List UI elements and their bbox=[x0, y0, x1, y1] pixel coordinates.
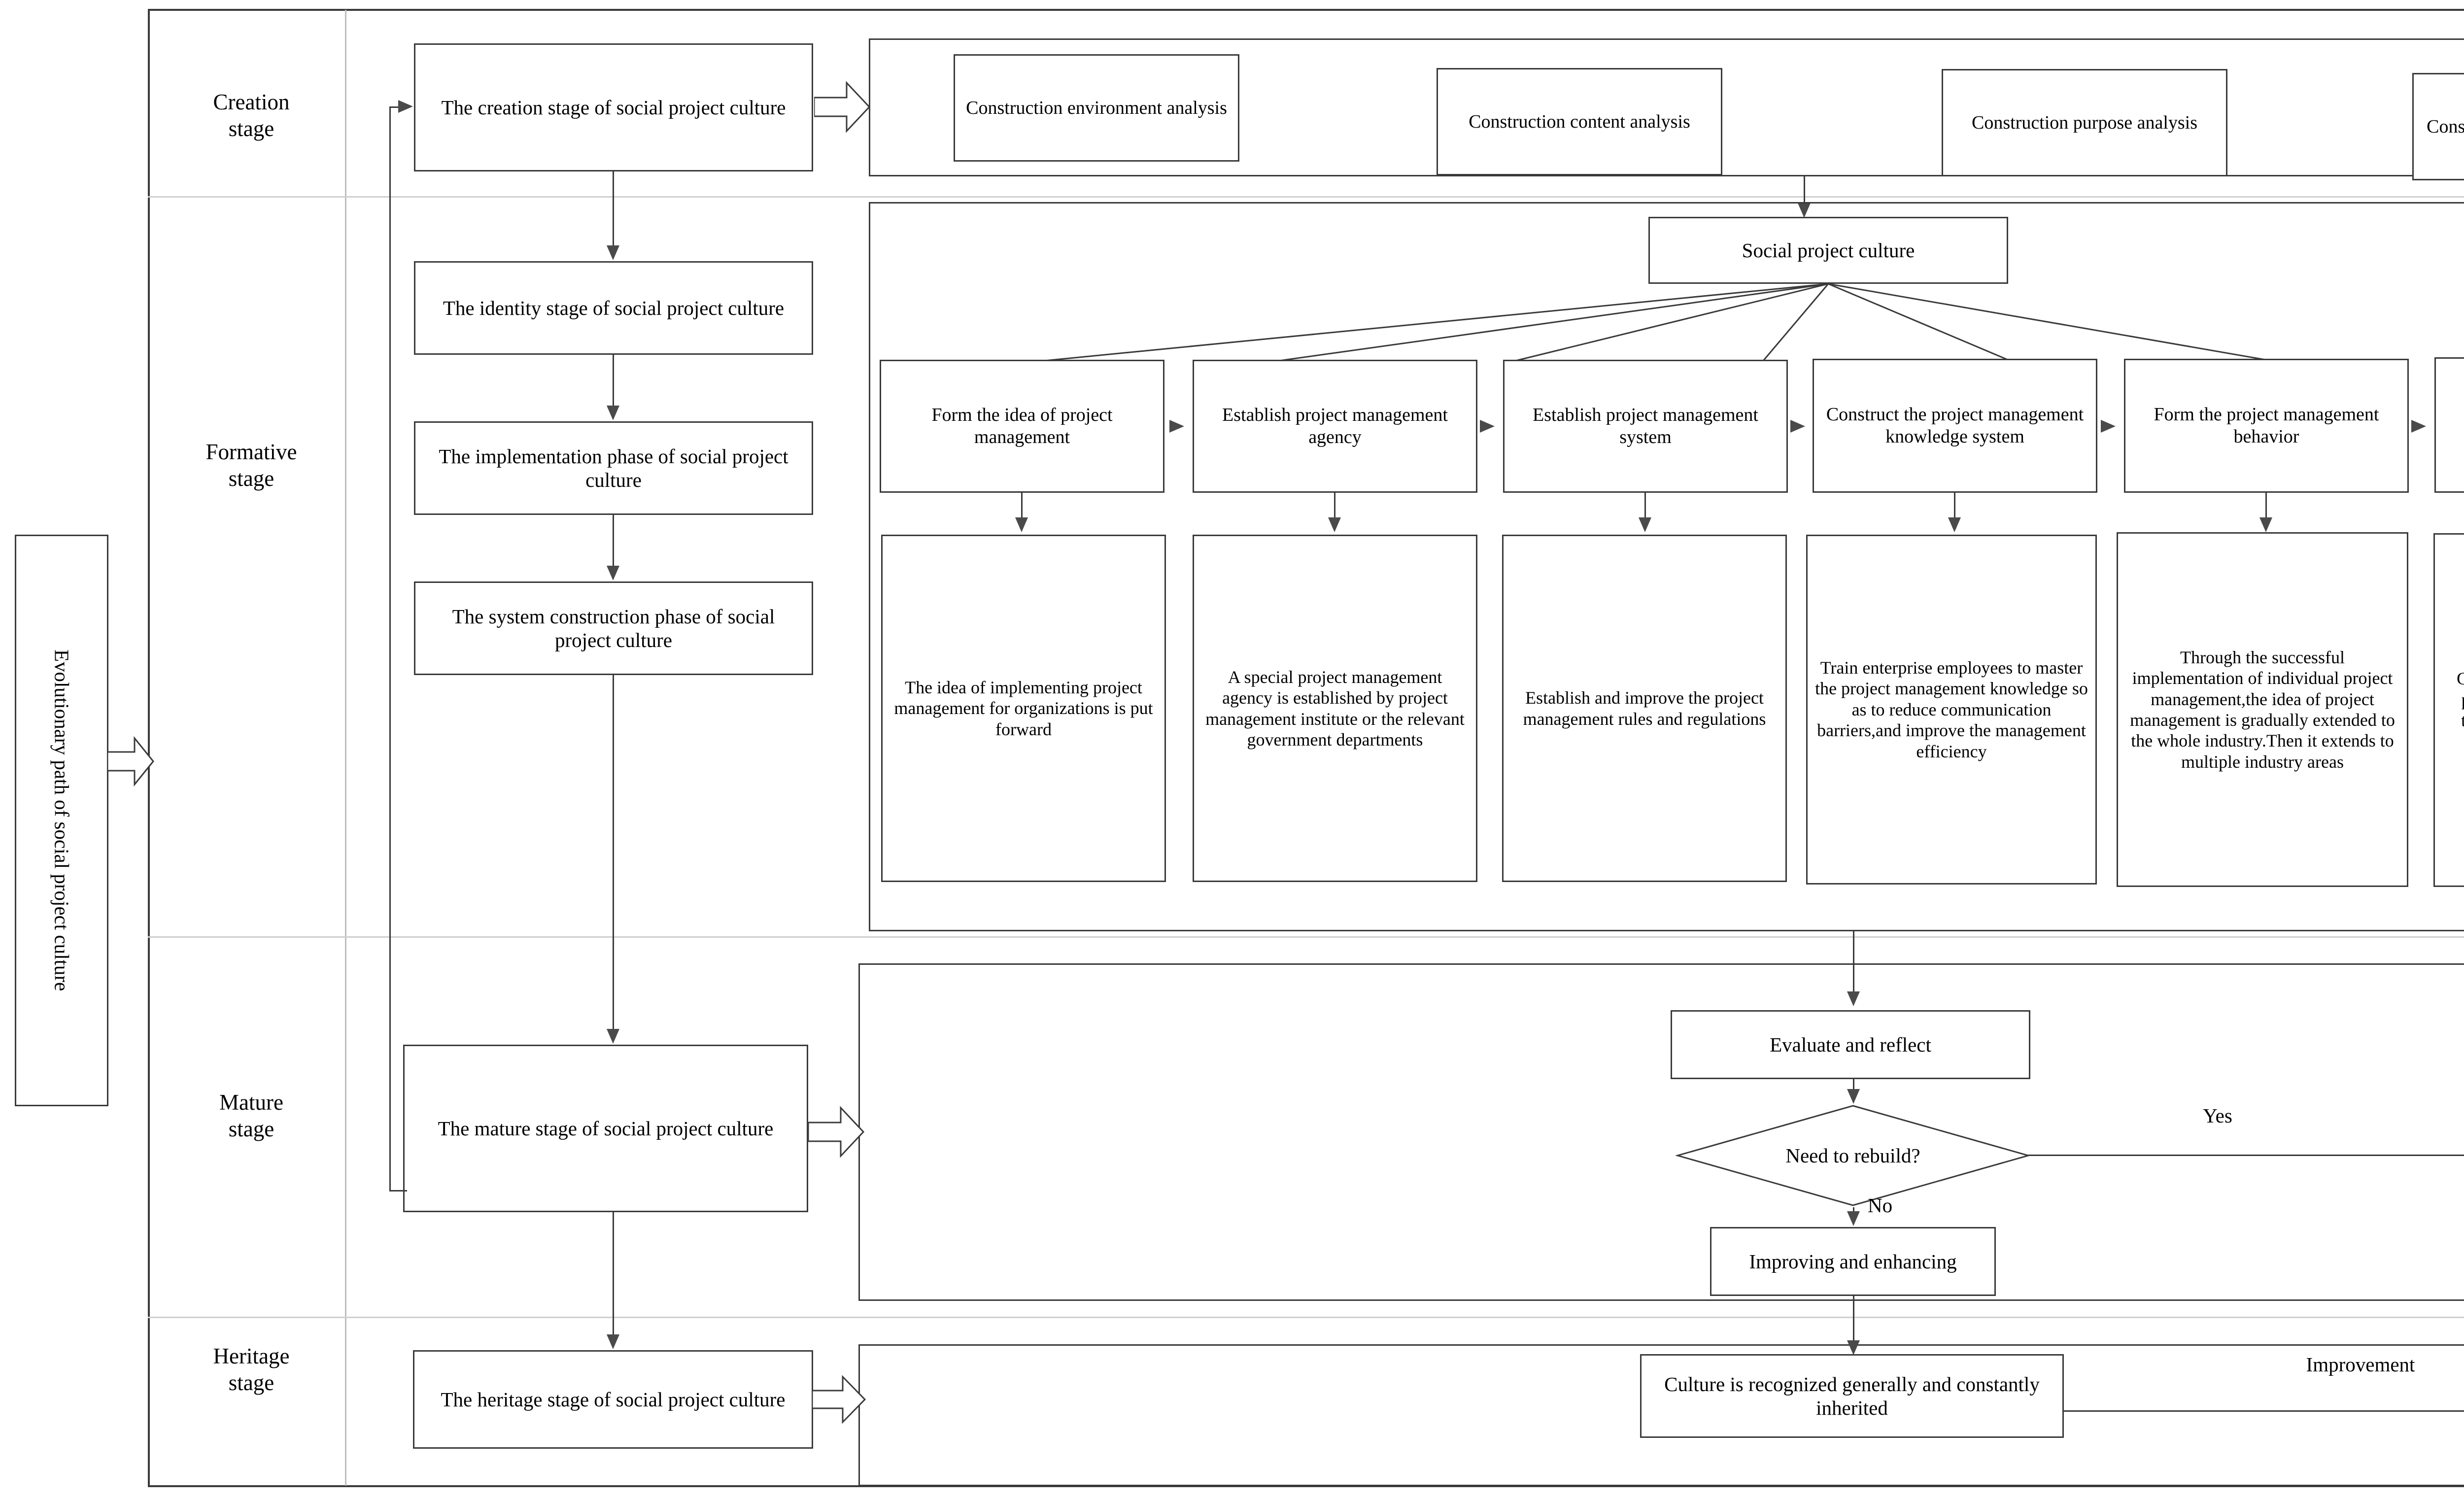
evolutionary-path-text: Evolutionary path of social project cult… bbox=[50, 649, 73, 991]
arrowhead-mature-heritage bbox=[607, 1334, 619, 1349]
arrowhead-system-mature bbox=[607, 1029, 619, 1044]
analysis-box-target-group[interactable]: Construction target group analysis bbox=[2412, 73, 2464, 180]
stage-box-mature[interactable]: The mature stage of social project cultu… bbox=[403, 1045, 808, 1212]
process-step-deepen-concept[interactable]: Deepen the concept of project management… bbox=[2434, 357, 2464, 493]
step-to-detail-connector-1 bbox=[1021, 493, 1023, 517]
step-to-detail-connector-2 bbox=[1334, 493, 1335, 517]
arrowhead-identity-implementation bbox=[607, 406, 619, 420]
detail-box-agency[interactable]: A special project management agency is e… bbox=[1193, 535, 1477, 882]
step-to-detail-arrowhead-2 bbox=[1328, 517, 1341, 532]
stage-label-creation: Creation stage bbox=[213, 90, 290, 141]
evolutionary-path-label: Evolutionary path of social project cult… bbox=[15, 535, 108, 1106]
process-step-construct-knowledge[interactable]: Construct the project management knowled… bbox=[1813, 359, 2097, 493]
step-to-detail-connector-4 bbox=[1954, 493, 1955, 517]
process-step-form-behavior[interactable]: Form the project management behavior bbox=[2124, 359, 2409, 493]
heritage-to-panel-block-arrow bbox=[812, 1375, 866, 1424]
mature-improve-box[interactable]: Improving and enhancing bbox=[1710, 1227, 1996, 1296]
stage-label-heritage: Heritage stage bbox=[213, 1344, 290, 1395]
improvement-branch-label: Improvement bbox=[2306, 1353, 2415, 1376]
mature-evaluate-box[interactable]: Evaluate and reflect bbox=[1671, 1010, 2030, 1079]
heritage-panel bbox=[858, 1344, 2464, 1486]
formative-to-evaluate-arrowhead bbox=[1847, 991, 1860, 1006]
spine-entry-vertical bbox=[389, 107, 391, 1192]
spine-entry-horizontal bbox=[389, 106, 404, 108]
connector-mature-heritage bbox=[613, 1212, 614, 1334]
analysis-box-environment[interactable]: Construction environment analysis bbox=[954, 54, 1239, 162]
yes-branch-horizontal bbox=[2028, 1155, 2464, 1156]
formative-panel bbox=[869, 202, 2464, 931]
formative-to-evaluate-connector bbox=[1853, 931, 1854, 993]
stage-box-implementation[interactable]: The implementation phase of social proje… bbox=[414, 421, 813, 515]
analysis-box-content[interactable]: Construction content analysis bbox=[1437, 68, 1722, 175]
step-to-detail-arrowhead-4 bbox=[1948, 517, 1961, 532]
outer-frame bbox=[148, 9, 2464, 1487]
process-arrow-3 bbox=[1790, 420, 1805, 433]
yes-branch-label: Yes bbox=[2203, 1104, 2232, 1127]
detail-box-behavior[interactable]: Through the successful implementation of… bbox=[2117, 532, 2408, 887]
detail-box-system[interactable]: Establish and improve the project manage… bbox=[1502, 535, 1787, 882]
heritage-culture-box[interactable]: Culture is recognized generally and cons… bbox=[1640, 1354, 2064, 1438]
mature-decision-label: Need to rebuild? bbox=[1785, 1144, 1920, 1167]
improve-to-culture-arrowhead bbox=[1847, 1340, 1860, 1355]
process-arrow-2 bbox=[1480, 420, 1495, 433]
spine-entry-arrowhead bbox=[398, 100, 413, 113]
stage-box-identity[interactable]: The identity stage of social project cul… bbox=[414, 261, 813, 355]
divider-formative-mature bbox=[148, 936, 2464, 938]
divider-mature-heritage bbox=[148, 1317, 2464, 1318]
stage-box-heritage[interactable]: The heritage stage of social project cul… bbox=[413, 1350, 813, 1449]
connector-identity-implementation bbox=[613, 355, 614, 406]
process-arrow-1 bbox=[1169, 420, 1184, 433]
improvement-branch-horizontal bbox=[2063, 1410, 2464, 1412]
analysis-box-purpose[interactable]: Construction purpose analysis bbox=[1942, 69, 2227, 176]
stage-label-mature: Mature stage bbox=[219, 1090, 283, 1141]
connector-implementation-system bbox=[613, 515, 614, 566]
analysis-to-hub-connector bbox=[1804, 176, 1805, 211]
connector-creation-identity bbox=[613, 171, 614, 245]
detail-box-knowledge[interactable]: Train enterprise employees to master the… bbox=[1806, 535, 2097, 885]
step-to-detail-arrowhead-5 bbox=[2259, 517, 2272, 532]
evaluate-to-decision-arrowhead bbox=[1847, 1089, 1860, 1104]
step-to-detail-connector-5 bbox=[2265, 493, 2267, 517]
arrowhead-implementation-system bbox=[607, 566, 619, 580]
spine-mature-horizontal bbox=[389, 1190, 407, 1192]
no-branch-label: No bbox=[1868, 1194, 1893, 1217]
mature-to-panel-block-arrow bbox=[808, 1106, 865, 1158]
detail-box-concept[interactable]: Guarantee the formation of social projec… bbox=[2433, 533, 2464, 887]
step-to-detail-connector-3 bbox=[1644, 493, 1646, 517]
creation-to-analysis-block-arrow bbox=[814, 81, 871, 133]
detail-box-idea[interactable]: The idea of implementing project managem… bbox=[881, 535, 1166, 882]
mature-decision-diamond[interactable]: Need to rebuild? bbox=[1676, 1104, 2030, 1207]
process-arrow-5 bbox=[2411, 420, 2426, 433]
improve-to-culture-connector bbox=[1853, 1296, 1854, 1350]
hub-social-project-culture[interactable]: Social project culture bbox=[1648, 217, 2008, 284]
no-branch-arrowhead bbox=[1847, 1211, 1860, 1226]
analysis-to-hub-arrowhead bbox=[1798, 203, 1811, 218]
connector-system-mature bbox=[613, 675, 614, 1029]
step-to-detail-arrowhead-3 bbox=[1639, 517, 1651, 532]
process-arrow-4 bbox=[2101, 420, 2116, 433]
hub-fanout-lines bbox=[1014, 283, 2289, 365]
stage-column-divider bbox=[345, 10, 346, 1486]
stage-box-system-construction[interactable]: The system construction phase of social … bbox=[414, 581, 813, 675]
stage-label-formative: Formative stage bbox=[205, 440, 297, 491]
process-step-establish-agency[interactable]: Establish project management agency bbox=[1193, 360, 1477, 493]
arrowhead-creation-identity bbox=[607, 245, 619, 260]
stage-box-creation[interactable]: The creation stage of social project cul… bbox=[414, 43, 813, 171]
divider-creation-formative bbox=[148, 196, 2464, 198]
mature-panel bbox=[858, 963, 2464, 1301]
entry-block-arrow bbox=[107, 736, 154, 787]
process-step-form-idea[interactable]: Form the idea of project management bbox=[880, 360, 1164, 493]
step-to-detail-arrowhead-1 bbox=[1015, 517, 1028, 532]
process-step-establish-system[interactable]: Establish project management system bbox=[1503, 360, 1788, 493]
